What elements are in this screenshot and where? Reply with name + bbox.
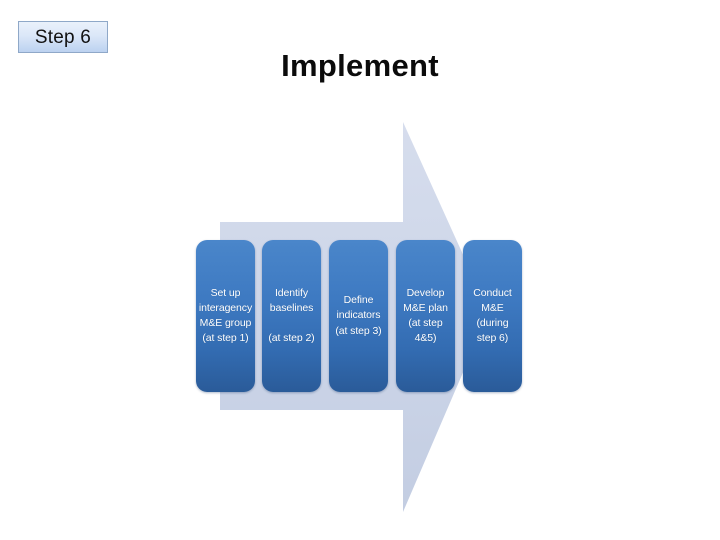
process-step-identify-baselines[interactable]: Identify baselines (at step 2) [262,240,321,392]
process-step-label: Define indicators (at step 3) [335,294,382,337]
process-steps-row: Set up interagency M&E group (at step 1)… [196,240,524,392]
step-badge: Step 6 [18,21,108,53]
process-step-label: Develop M&E plan (at step 4&5) [403,286,448,345]
process-step-develop-me-plan[interactable]: Develop M&E plan (at step 4&5) [396,240,455,392]
page-title: Implement [281,48,439,83]
process-step-define-indicators[interactable]: Define indicators (at step 3) [329,240,388,392]
process-step-set-up-interagency-me-group[interactable]: Set up interagency M&E group (at step 1) [196,240,255,392]
process-step-conduct-me[interactable]: Conduct M&E (during step 6) [463,240,522,392]
step-badge-label: Step 6 [34,26,92,48]
process-step-label: Identify baselines (at step 2) [268,286,315,345]
process-step-label: Set up interagency M&E group (at step 1) [198,286,253,345]
process-step-label: Conduct M&E (during step 6) [473,286,512,345]
